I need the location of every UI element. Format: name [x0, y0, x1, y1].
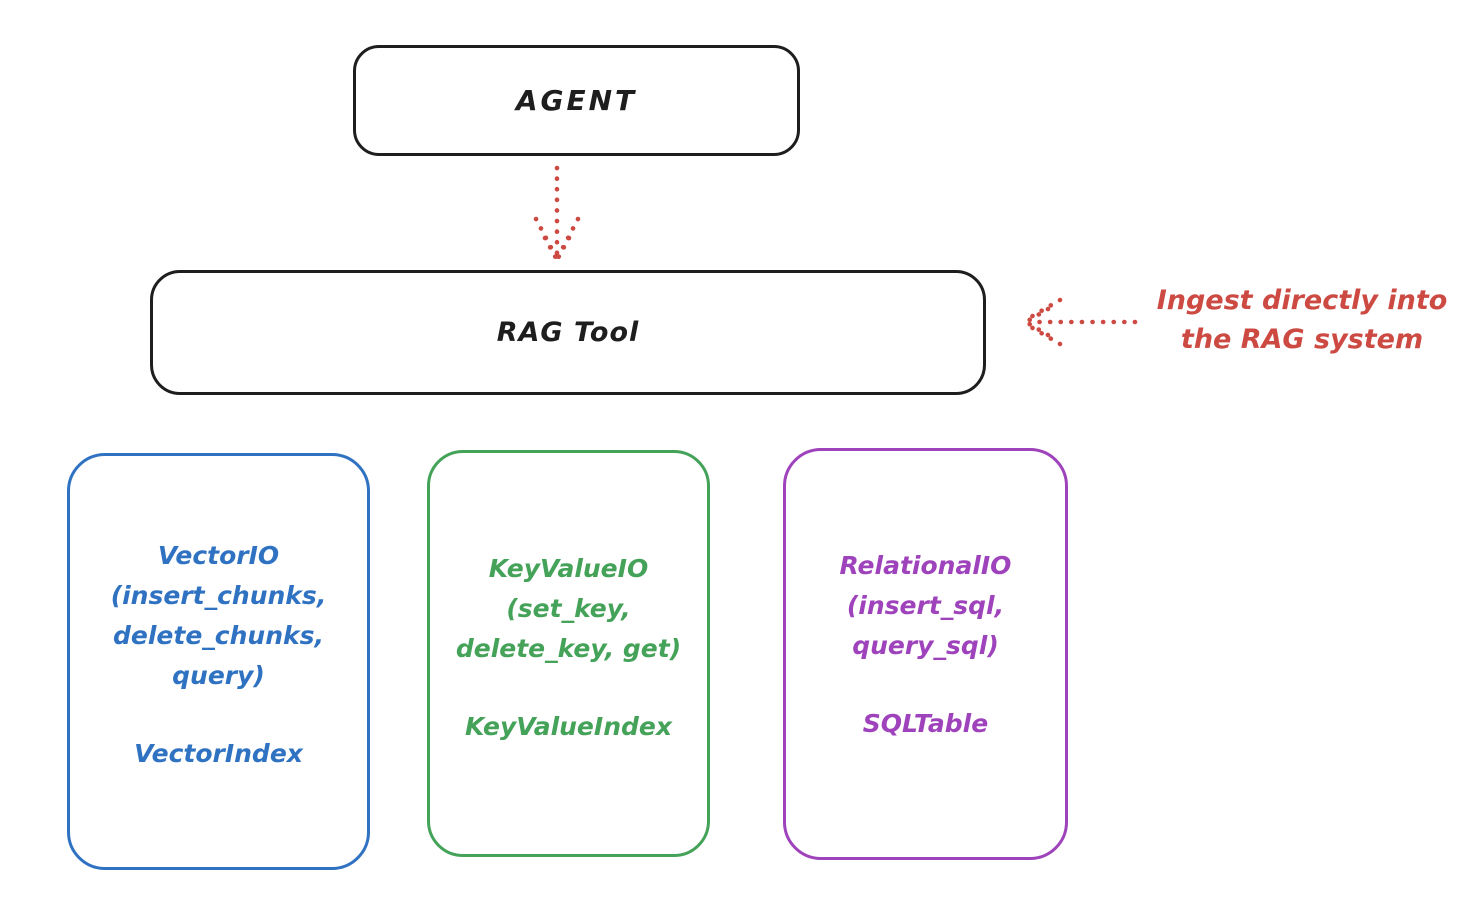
store-line: KeyValueIO	[488, 554, 649, 583]
ingest-annotation-arrow	[1021, 297, 1138, 347]
vector-index-label: VectorIndex	[134, 739, 303, 768]
store-line: VectorIO	[157, 541, 280, 570]
agent-box-label: AGENT	[515, 84, 638, 117]
relational-io-text: RelationalIO (insert_sql, query_sql) SQL…	[786, 451, 1065, 744]
rag-tool-box: RAG Tool	[150, 270, 986, 395]
store-line: query)	[172, 661, 265, 690]
keyvalue-io-signature: KeyValueIO (set_key, delete_key, get)	[430, 549, 707, 669]
agent-to-rag-arrow	[533, 165, 581, 261]
keyvalue-io-box: KeyValueIO (set_key, delete_key, get) Ke…	[427, 450, 710, 857]
store-line: (insert_sql,	[846, 591, 1005, 620]
store-line: (set_key,	[506, 594, 631, 623]
ingest-annotation: Ingest directly into the RAG system	[1128, 281, 1476, 359]
vector-io-box: VectorIO (insert_chunks, delete_chunks, …	[67, 453, 370, 870]
relational-io-signature: RelationalIO (insert_sql, query_sql)	[786, 546, 1065, 666]
store-line: RelationalIO	[839, 551, 1012, 580]
keyvalue-index-label: KeyValueIndex	[465, 712, 672, 741]
store-line: query_sql)	[852, 631, 999, 660]
vector-io-text: VectorIO (insert_chunks, delete_chunks, …	[70, 456, 367, 774]
sql-table-label: SQLTable	[862, 709, 989, 738]
store-line: (insert_chunks,	[110, 581, 327, 610]
rag-tool-box-label: RAG Tool	[496, 317, 640, 348]
agent-box: AGENT	[353, 45, 800, 156]
store-line: delete_key, get)	[455, 634, 682, 663]
ingest-annotation-line1: Ingest directly into	[1156, 285, 1448, 316]
relational-io-box: RelationalIO (insert_sql, query_sql) SQL…	[783, 448, 1068, 860]
keyvalue-io-text: KeyValueIO (set_key, delete_key, get) Ke…	[430, 453, 707, 747]
store-line: delete_chunks,	[113, 621, 324, 650]
vector-io-signature: VectorIO (insert_chunks, delete_chunks, …	[70, 536, 367, 696]
ingest-annotation-line2: the RAG system	[1180, 324, 1424, 355]
